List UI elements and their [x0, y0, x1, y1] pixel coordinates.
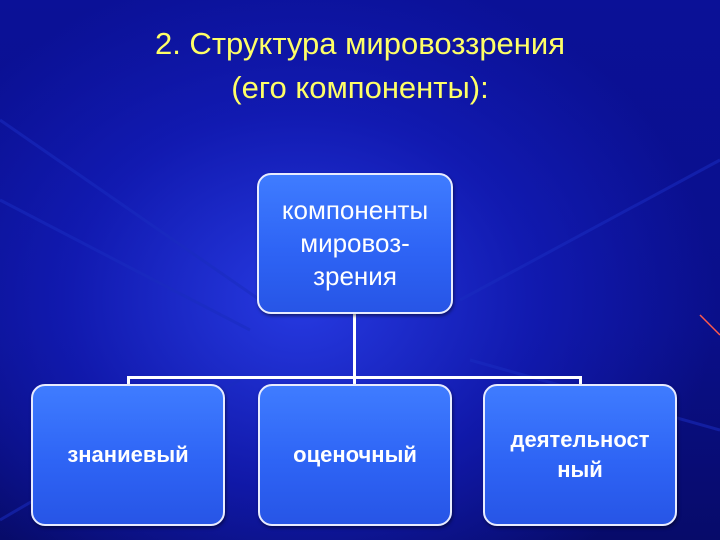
root-node: компоненты мировоз- зрения	[257, 173, 453, 314]
title-line-1: 2. Структура мировоззрения	[154, 26, 566, 61]
child-node-knowledge: знаниевый	[31, 384, 225, 526]
root-node-line-3: зрения	[313, 261, 397, 291]
connector-child-2	[353, 376, 356, 385]
child-node-label-line-1: деятельност	[510, 427, 650, 452]
child-node-evaluative: оценочный	[258, 384, 452, 526]
connector-child-3	[579, 376, 582, 385]
child-node-label: знаниевый	[67, 442, 189, 467]
title-line-2: (его компоненты):	[231, 70, 489, 105]
root-node-line-1: компоненты	[281, 195, 429, 225]
slide-title: 2. Структура мировоззрения (его компонен…	[0, 22, 720, 110]
child-node-label: оценочный	[293, 442, 417, 467]
connector-child-1	[127, 376, 130, 385]
accent-ray	[699, 314, 720, 336]
child-node-activity: деятельност ный	[483, 384, 677, 526]
root-node-line-2: мировоз-	[300, 228, 410, 258]
connector-root-down	[353, 314, 356, 379]
child-node-label-line-2: ный	[557, 457, 603, 482]
